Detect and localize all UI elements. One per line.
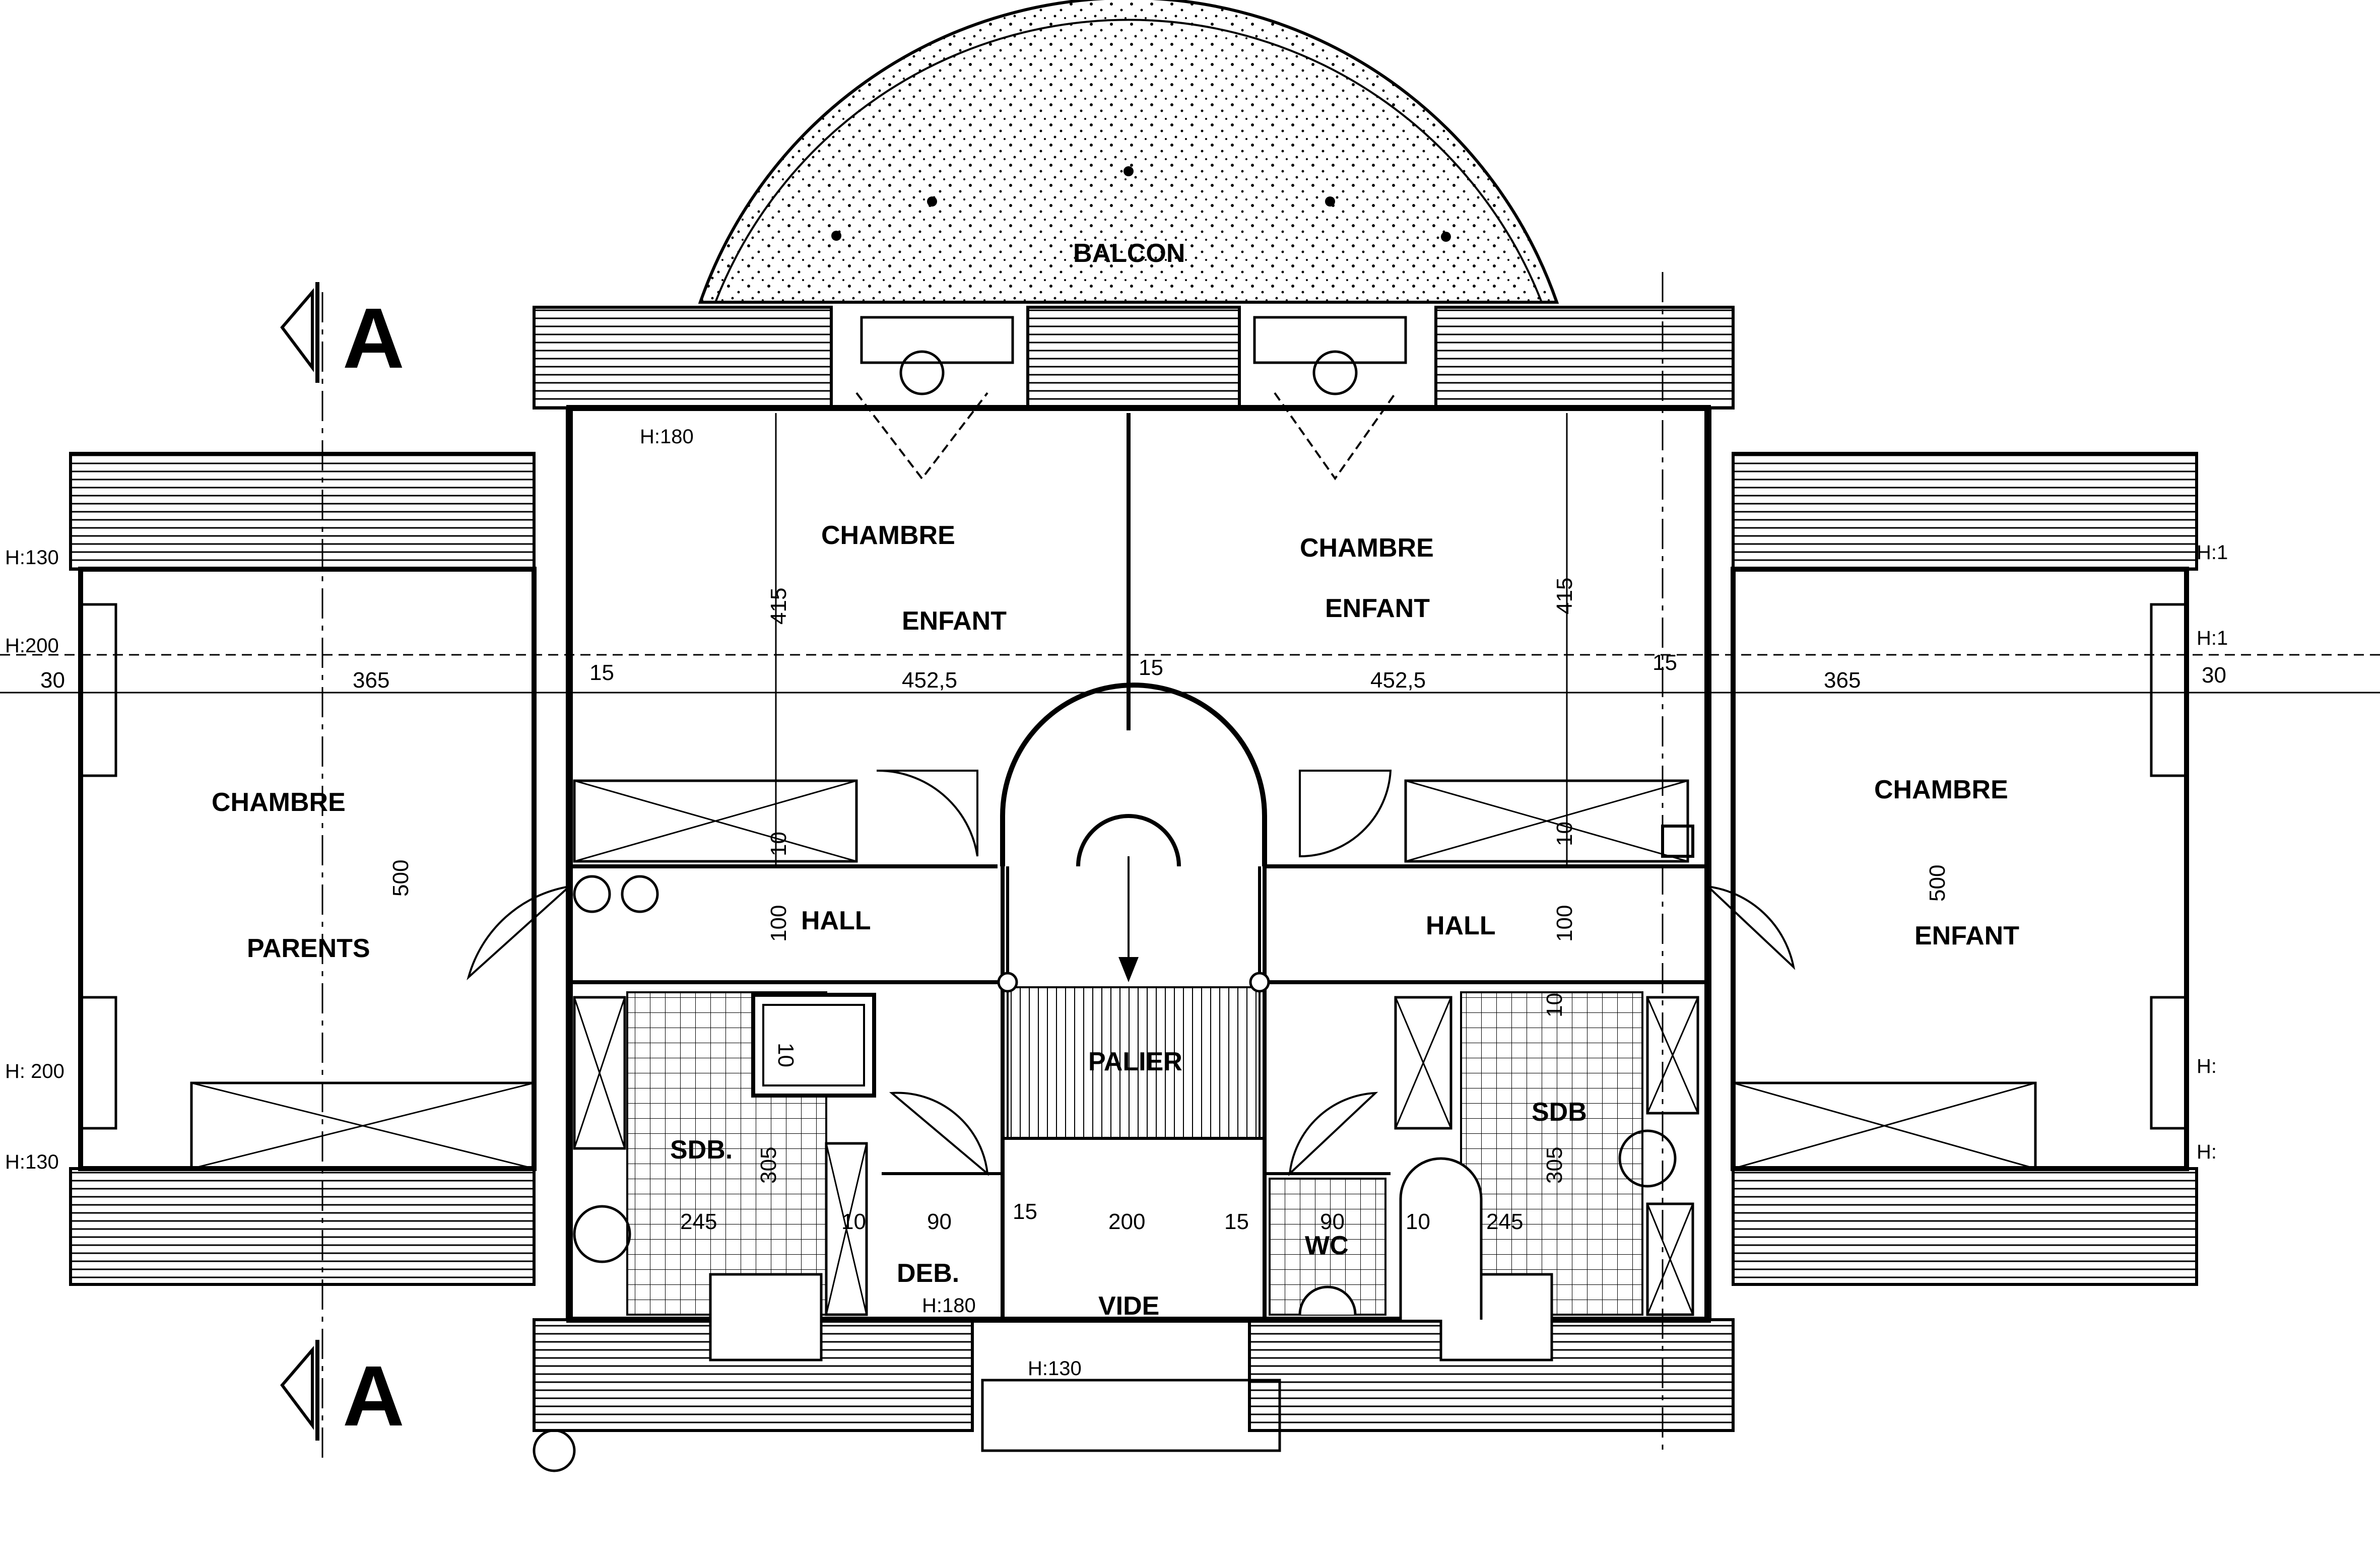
section-label-bottom: A bbox=[343, 1348, 405, 1444]
section-marker-top: A bbox=[280, 282, 405, 386]
dormer-windows bbox=[855, 316, 1407, 481]
room-chambre-enfant-2-line1: CHAMBRE bbox=[1300, 533, 1434, 563]
height-left-130-top: H:130 bbox=[5, 547, 59, 569]
dim-500-right: 500 bbox=[1925, 865, 1950, 902]
dim-4525-right: 452,5 bbox=[1370, 668, 1426, 693]
balcony bbox=[698, 0, 1559, 304]
dim-15-vide-right: 15 bbox=[1224, 1209, 1249, 1234]
room-wc: WC bbox=[1305, 1231, 1349, 1260]
room-chambre-enfant-3-line1: CHAMBRE bbox=[1874, 775, 2008, 804]
dim-100-left: 100 bbox=[766, 905, 791, 942]
dim-30-right: 30 bbox=[2202, 663, 2226, 688]
height-right-3: H: bbox=[2197, 1055, 2217, 1077]
room-sdb-left: SDB. bbox=[670, 1135, 733, 1165]
dim-15-b: 15 bbox=[1139, 655, 1163, 680]
doors bbox=[467, 769, 1796, 1177]
height-right-1: H:1 bbox=[2197, 541, 2228, 564]
dim-100-right: 100 bbox=[1552, 905, 1577, 942]
staircase bbox=[997, 683, 1270, 1140]
height-h180-top: H:180 bbox=[640, 426, 694, 448]
dim-4525-left: 452,5 bbox=[902, 668, 957, 693]
room-deb: DEB. bbox=[897, 1259, 959, 1288]
height-right-4: H: bbox=[2197, 1141, 2217, 1163]
room-chambre-parents-line2: PARENTS bbox=[247, 934, 370, 963]
dim-10-wc: 10 bbox=[1406, 1209, 1430, 1234]
room-chambre-enfant-2-line2: ENFANT bbox=[1325, 594, 1430, 623]
dimension-labels: 30 365 15 452,5 15 452,5 15 365 30 415 4… bbox=[40, 578, 2226, 1234]
dim-500-left: 500 bbox=[388, 860, 413, 897]
dim-15-vide-left: 15 bbox=[1013, 1199, 1037, 1224]
dim-90-deb: 90 bbox=[927, 1209, 952, 1234]
dimension-lines bbox=[0, 272, 2380, 1461]
section-marker-bottom: A bbox=[280, 1340, 405, 1444]
dim-10-deb: 10 bbox=[841, 1209, 866, 1234]
height-left-130-bottom: H:130 bbox=[5, 1151, 59, 1173]
roof-overhang bbox=[69, 306, 2198, 1452]
room-hall-left: HALL bbox=[801, 906, 871, 935]
dim-90-wc: 90 bbox=[1320, 1209, 1345, 1234]
dim-15-c: 15 bbox=[1652, 650, 1677, 675]
height-h130-vide: H:130 bbox=[1028, 1357, 1082, 1380]
dim-245-left: 245 bbox=[680, 1209, 717, 1234]
dim-305-left: 305 bbox=[756, 1147, 781, 1184]
room-chambre-enfant-1-line2: ENFANT bbox=[902, 606, 1007, 636]
room-vide: VIDE bbox=[1098, 1291, 1159, 1321]
dim-10-hall-right: 10 bbox=[1552, 822, 1577, 846]
bathrooms bbox=[573, 825, 1694, 1361]
height-right-2: H:1 bbox=[2197, 627, 2228, 649]
room-chambre-enfant-1-line1: CHAMBRE bbox=[821, 521, 955, 550]
dim-10-hall-left: 10 bbox=[766, 832, 791, 856]
walls bbox=[78, 405, 2189, 1323]
height-left-200-bottom: H: 200 bbox=[5, 1060, 64, 1082]
dim-10-shower: 10 bbox=[773, 1043, 798, 1067]
dim-10-sdb-right: 10 bbox=[1542, 993, 1567, 1017]
room-sdb-right: SDB bbox=[1532, 1098, 1587, 1127]
dim-200-vide: 200 bbox=[1108, 1209, 1145, 1234]
room-hall-right: HALL bbox=[1426, 911, 1496, 940]
column-symbol bbox=[533, 1429, 576, 1472]
height-labels: H:180 H:180 H:130 H:130 H:200 H: 200 H:1… bbox=[5, 426, 2228, 1380]
room-chambre-parents-line1: CHAMBRE bbox=[212, 788, 346, 817]
room-palier: PALIER bbox=[1088, 1047, 1182, 1076]
height-left-200-top: H:200 bbox=[5, 635, 59, 657]
closets bbox=[190, 779, 2037, 1316]
section-label-top: A bbox=[343, 291, 405, 386]
room-chambre-enfant-3-line2: ENFANT bbox=[1914, 921, 2019, 950]
room-balcon: BALCON bbox=[1073, 239, 1185, 268]
dim-245-right: 245 bbox=[1486, 1209, 1523, 1234]
dim-30-left: 30 bbox=[40, 668, 65, 693]
room-labels: BALCON CHAMBRE ENFANT CHAMBRE ENFANT CHA… bbox=[212, 239, 2019, 1321]
dim-415-left: 415 bbox=[766, 588, 791, 625]
dim-365-left: 365 bbox=[353, 668, 389, 693]
dim-415-right: 415 bbox=[1552, 578, 1577, 615]
dim-15-a: 15 bbox=[589, 660, 614, 685]
height-h180-deb: H:180 bbox=[922, 1295, 976, 1317]
dim-305-right: 305 bbox=[1542, 1147, 1567, 1184]
dim-365-right: 365 bbox=[1824, 668, 1861, 693]
